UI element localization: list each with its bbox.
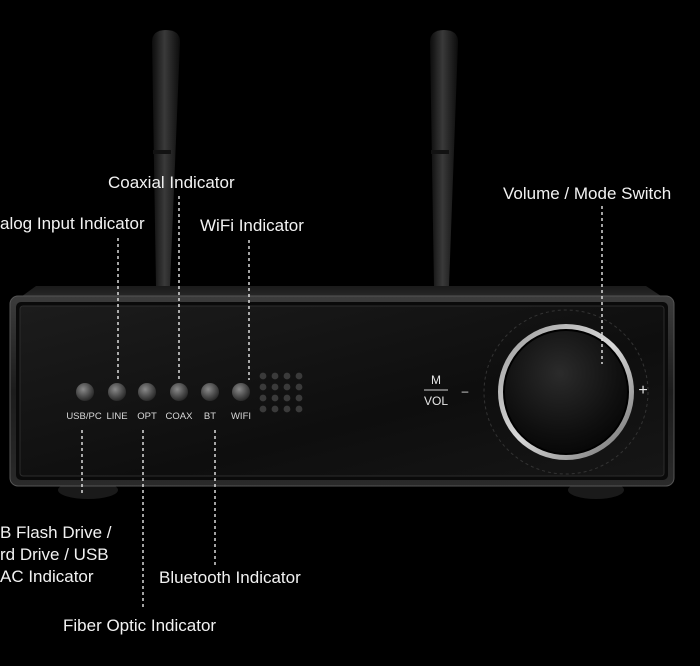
antenna-left (152, 30, 180, 286)
label-line: LINE (106, 411, 127, 422)
minus-sign: – (462, 384, 469, 398)
ir-dot (259, 394, 267, 402)
ir-dot (283, 405, 291, 413)
antenna-right (430, 30, 458, 286)
callout-wifi: WiFi Indicator (200, 216, 304, 235)
callout-volume-mode: Volume / Mode Switch (503, 184, 672, 203)
label-bt: BT (204, 411, 216, 422)
ir-dot (271, 372, 279, 380)
callout-usb: B Flash Drive / rd Drive / USB AC Indica… (0, 522, 140, 588)
callout-coaxial: Coaxial Indicator (108, 173, 235, 192)
label-opt: OPT (137, 411, 157, 422)
ir-dot (283, 394, 291, 402)
ir-dot (283, 372, 291, 380)
ir-dot (271, 383, 279, 391)
callout-lines (81, 196, 603, 610)
ir-receiver-grid (259, 372, 303, 413)
ir-dot (259, 405, 267, 413)
volume-knob[interactable] (483, 309, 649, 475)
ir-dot (283, 383, 291, 391)
ir-dot (271, 394, 279, 402)
plus-sign: + (638, 382, 647, 399)
callout-analog-input: alog Input Indicator (0, 214, 145, 233)
led-bt (201, 383, 219, 401)
ir-dot (259, 383, 267, 391)
ir-dot (295, 383, 303, 391)
led-opt (138, 383, 156, 401)
amplifier-case (9, 286, 675, 487)
led-coax (170, 383, 188, 401)
ir-dot (295, 394, 303, 402)
ir-dot (259, 372, 267, 380)
ir-dot (295, 372, 303, 380)
callout-usb-line3: AC Indicator (0, 567, 94, 586)
led-wifi (232, 383, 250, 401)
vol-label: VOL (424, 394, 448, 408)
label-wifi: WIFI (231, 411, 251, 422)
ir-dot (295, 405, 303, 413)
label-coax: COAX (166, 411, 194, 422)
callout-fiber-optic: Fiber Optic Indicator (63, 616, 217, 635)
led-line (108, 383, 126, 401)
callout-usb-line2: rd Drive / USB (0, 545, 109, 564)
callout-usb-line1: B Flash Drive / (0, 523, 112, 542)
callout-bluetooth: Bluetooth Indicator (159, 568, 301, 587)
ir-dot (271, 405, 279, 413)
led-usb (76, 383, 94, 401)
mode-label: M (431, 373, 441, 387)
indicator-leds (76, 383, 250, 401)
label-usb: USB/PC (66, 411, 102, 422)
